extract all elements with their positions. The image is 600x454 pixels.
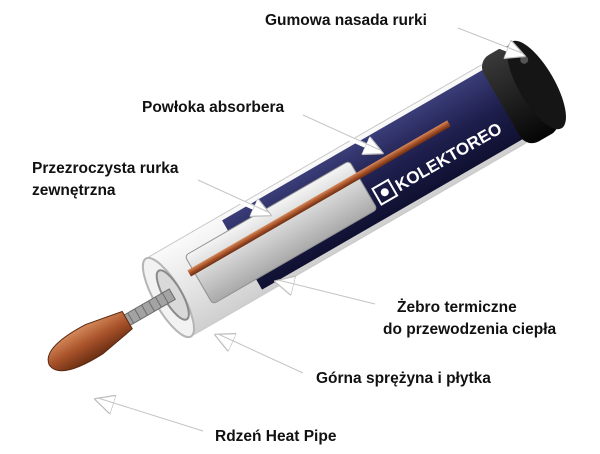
rubber-cap [481,45,559,144]
label-outer-tube-line2: zewnętrzna [32,182,116,199]
label-outer-tube-line1: Przezroczysta rurka [32,160,179,177]
heat-pipe-condenser [47,310,133,372]
arrow-rubber-cap [457,27,522,55]
arrow-absorber-coating [301,114,380,152]
arrow-core [98,400,204,436]
arrow-spring [218,336,305,378]
label-heat-pipe-core: Rdzeń Heat Pipe [215,428,337,445]
label-spring-plate: Górna sprężyna i płytka [316,370,491,387]
pointer-arrows [98,27,522,436]
arrow-fin [278,282,376,309]
label-fin-line1: Żebro termiczne [397,299,517,316]
heat-pipe-rod [187,120,451,277]
label-absorber-coating: Powłoka absorbera [142,99,285,116]
label-fin-line2: do przewodzenia ciepła [383,321,557,338]
label-rubber-cap: Gumowa nasada rurki [265,12,427,29]
arrow-outer-tube [196,179,268,214]
